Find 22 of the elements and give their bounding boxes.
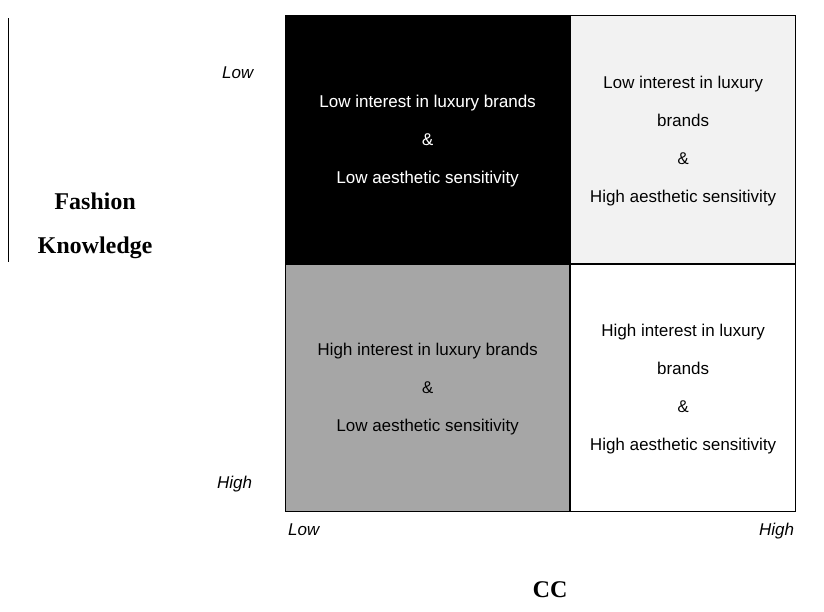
quadrant-text: & xyxy=(420,377,434,399)
axis-tick-label: Low xyxy=(288,520,320,540)
quadrant-text: Low aesthetic sensitivity xyxy=(335,415,520,437)
quadrant-text: & xyxy=(420,128,434,150)
axis-tick-label: High xyxy=(217,473,252,493)
quadrant-text: High interest in luxury brands xyxy=(600,320,766,380)
quadrant-text: Low interest in luxury brands xyxy=(318,90,537,112)
matrix-quadrant xyxy=(570,264,796,512)
quadrant-text: High aesthetic sensitivity xyxy=(588,186,778,208)
matrix-quadrant xyxy=(285,15,570,264)
matrix-quadrant xyxy=(570,15,796,264)
axis-tick-label: High xyxy=(759,520,794,540)
axis-title: Fashion Knowledge xyxy=(36,188,154,261)
quadrant-text: & xyxy=(676,148,690,170)
quadrant-text: & xyxy=(676,396,690,418)
axis-tick-label: Low xyxy=(222,63,254,83)
quadrant-text: High aesthetic sensitivity xyxy=(588,434,778,456)
quadrant-text: Low aesthetic sensitivity xyxy=(335,166,520,188)
axis-title: CC xyxy=(532,576,568,605)
quadrant-text: High interest in luxury brands xyxy=(316,339,539,361)
matrix-quadrant xyxy=(285,264,570,512)
quadrant-text: Low interest in luxury brands xyxy=(602,72,764,132)
